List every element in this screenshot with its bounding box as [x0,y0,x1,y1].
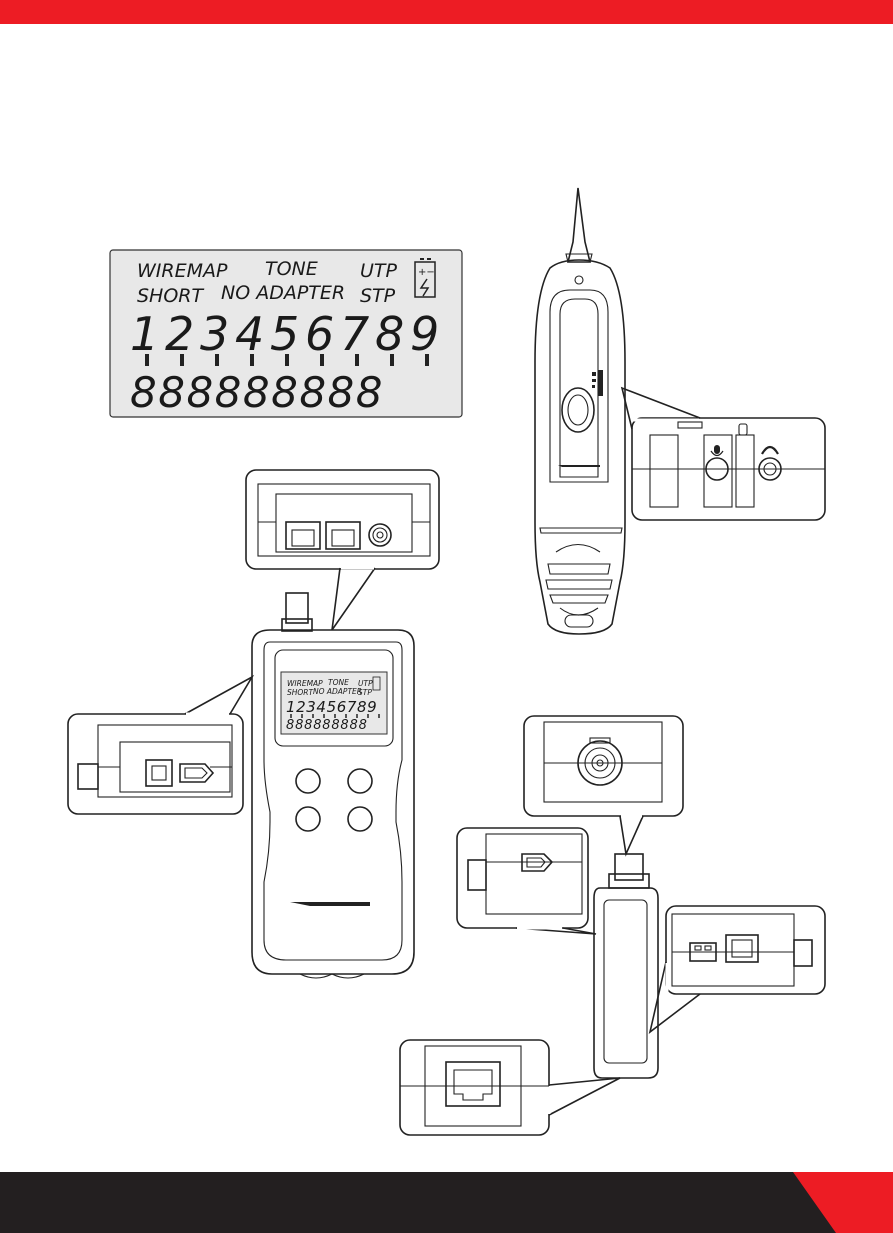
callout-remote-side [650,906,825,1032]
footer-corner-accent [0,1172,893,1233]
tester-button-1[interactable] [296,769,320,793]
callout-side-ports [68,677,252,814]
tester-button-3[interactable] [296,807,320,831]
svg-text:+−: +− [418,267,435,278]
lcd-label-tone: TONE [265,258,318,280]
headphones-icon [762,447,778,454]
callout-top-ports [246,470,439,630]
rj45-port-icon [326,522,360,549]
lcd-digit-9: 9 [410,307,439,361]
tester-button-2[interactable] [348,769,372,793]
lcd-small-label-tone: TONE [328,678,349,687]
lcd-digit-4: 4 [235,307,264,361]
lcd-small-bottom-digits: 888888888 [286,718,368,733]
lcd-digit-6: 6 [305,307,334,361]
rj45-port-icon [726,935,758,962]
bnc-port-icon [369,524,391,546]
callout-remote-bottom [400,1040,620,1135]
main-tester-unit: WIREMAP TONE UTP SHORT NO ADAPTER STP 12… [252,593,414,978]
microphone-icon [711,445,723,456]
device-illustration: WIREMAP TONE UTP SHORT NO ADAPTER STP +−… [0,22,893,1172]
callout-probe-side [622,388,825,520]
lcd-label-utp: UTP [360,260,398,282]
lcd-small-label-short: SHORT [287,688,315,697]
lcd-display-small: WIREMAP TONE UTP SHORT NO ADAPTER STP 12… [281,672,387,734]
top-accent-bar [0,0,893,24]
lcd-small-label-stp: STP [358,688,372,697]
lcd-digit-7: 7 [340,307,369,361]
lcd-label-wiremap: WIREMAP [137,260,228,282]
lcd-small-digits: 123456789 [286,698,377,716]
lcd-small-label-no-adapter: NO ADAPTER [313,687,362,696]
lcd-display-large: WIREMAP TONE UTP SHORT NO ADAPTER STP +−… [110,250,462,417]
lcd-digit-8: 8 [375,307,404,361]
lcd-label-short: SHORT [137,285,205,307]
tone-probe-unit [535,188,625,634]
rj11-port-icon [286,522,320,549]
lcd-label-stp: STP [360,285,396,307]
tester-button-4[interactable] [348,807,372,831]
lcd-digit-1: 1 [130,307,159,361]
lcd-label-no-adapter: NO ADAPTER [221,282,345,304]
lcd-digit-3: 3 [200,307,229,361]
callout-remote-firewire [457,828,596,934]
remote-unit [594,854,658,1078]
usb-b-port-icon [146,760,172,786]
lcd-bottom-digits: 888888888 [130,368,384,417]
callout-remote-bnc [524,716,683,854]
lcd-digit-2: 2 [165,307,194,361]
lcd-digit-5: 5 [270,307,299,361]
